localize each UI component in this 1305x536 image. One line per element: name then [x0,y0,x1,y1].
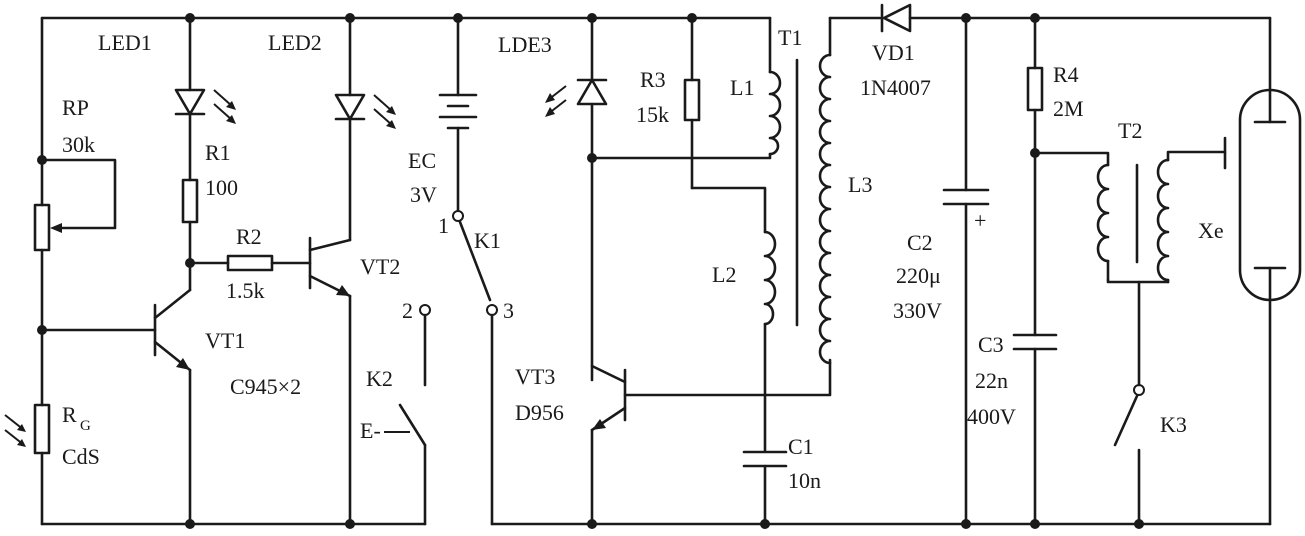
label-vd1-part: 1N4007 [860,75,931,100]
label-cds: CdS [62,444,100,469]
label-lde3: LDE3 [498,32,552,57]
label-led2: LED2 [268,30,322,55]
label-t1: T1 [778,25,802,50]
r4-resistor [1026,16,1110,337]
r2-resistor [188,254,312,272]
label-k1-pin1: 1 [438,213,449,238]
c2-capacitor [942,16,990,526]
label-k2: K2 [366,366,393,391]
rg-photoresistor [4,403,51,526]
led1-branch [174,16,236,292]
label-l1: L1 [730,75,754,100]
junction-dots [37,13,1144,529]
label-led1: LED1 [98,30,152,55]
label-rp: RP [62,95,89,120]
label-ec: EC [408,148,436,173]
label-l2: L2 [712,262,736,287]
label-r1-value: 100 [205,175,238,200]
label-k2-e: E- [360,418,381,443]
label-r1: R1 [205,140,231,165]
label-k1-pin2: 2 [402,298,413,323]
label-vt3-part: D956 [515,400,564,425]
r3-resistor [683,16,767,234]
switch-k2 [384,313,427,526]
label-c1: C1 [788,434,814,459]
label-l3: L3 [848,172,872,197]
label-r4: R4 [1053,62,1079,87]
transformer-t2 [1096,136,1227,387]
label-r2-value: 1.5k [226,278,265,303]
label-rp-value: 30k [62,132,95,157]
vt3-transistor [590,358,832,526]
label-k1-pin3: 3 [503,298,514,323]
label-rg-sub: G [80,418,91,434]
battery-ec [438,16,478,212]
label-c1-value: 10n [788,468,821,493]
c3-capacitor [1012,333,1058,526]
switch-k3 [1113,384,1145,526]
label-vt1: VT1 [205,328,245,353]
transformer-t1 [590,16,832,452]
label-c3-value: 22n [975,368,1008,393]
label-ec-value: 3V [410,182,437,207]
rp-potentiometer [33,16,117,407]
label-vt2: VT2 [360,254,400,279]
label-r4-value: 2M [1053,96,1084,121]
label-c3-volt: 400V [967,404,1016,429]
label-rg: R [62,402,77,427]
label-r3-value: 15k [636,102,669,127]
label-k1: K1 [474,228,501,253]
label-k3: K3 [1160,412,1187,437]
label-c2-value: 220μ [896,263,941,288]
label-vd1: VD1 [872,40,915,65]
label-r2: R2 [236,224,262,249]
labels: LED1 LED2 LDE3 T1 VD1 1N4007 RP 30k R1 1… [62,25,1224,493]
label-r3: R3 [640,67,666,92]
vt2-transistor [308,236,352,526]
label-c945: C945×2 [230,374,301,399]
label-c3: C3 [978,332,1004,357]
vt1-transistor [40,288,192,526]
label-c2-volt: 330V [893,298,942,323]
label-vt3: VT3 [515,364,555,389]
label-t2: T2 [1118,118,1142,143]
diode-vd1 [880,3,912,33]
switch-k1 [419,210,498,526]
xenon-tube [1238,88,1302,302]
led2-branch [334,16,396,242]
label-c2-plus: + [974,208,986,233]
label-xe: Xe [1198,218,1224,243]
c1-capacitor [742,450,788,526]
label-c2: C2 [907,230,933,255]
lde3-branch [545,16,608,382]
